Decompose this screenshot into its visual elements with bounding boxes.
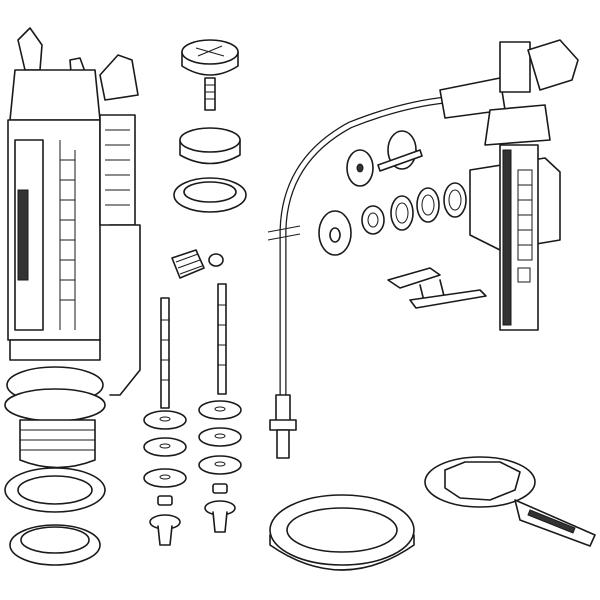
fill-valve	[439, 39, 579, 331]
rubber-feet	[149, 500, 236, 546]
hose-washers	[318, 130, 467, 256]
long-bolts	[160, 283, 227, 409]
washers	[143, 400, 242, 488]
button-ring	[179, 127, 241, 165]
flush-seals	[4, 467, 106, 566]
supply-hose	[267, 96, 446, 459]
threaded-nut	[171, 249, 224, 279]
small-nuts	[157, 483, 228, 506]
mounting-clip	[387, 267, 487, 309]
button-gasket	[173, 177, 247, 213]
push-button	[181, 39, 239, 111]
flush-valve	[4, 27, 141, 469]
valve-wrench	[424, 456, 596, 547]
cistern-gasket	[269, 494, 415, 571]
